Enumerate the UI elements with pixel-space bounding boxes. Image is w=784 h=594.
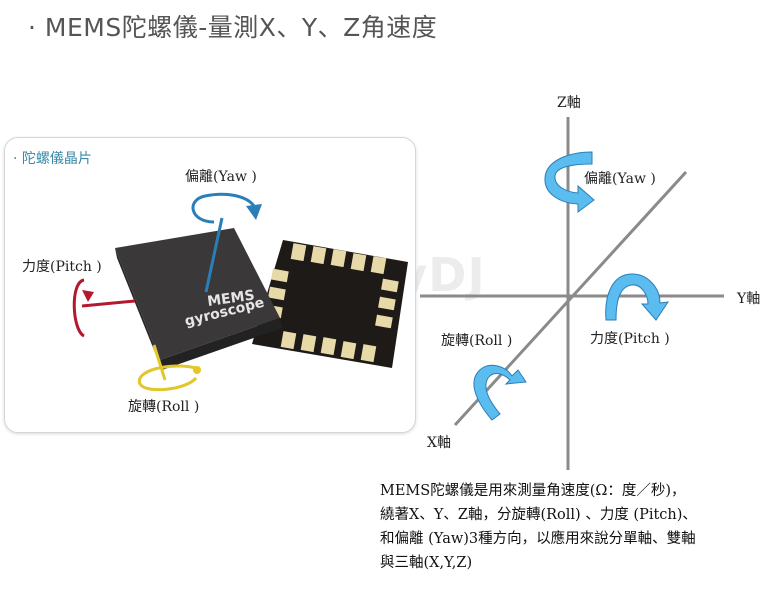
pad — [375, 314, 393, 329]
x-axis-line — [453, 170, 688, 427]
pad — [370, 256, 387, 275]
description-line: 繞著X、Y、Z軸，分旋轉(Roll) 、力度 (Pitch)、 — [380, 507, 697, 523]
page-title: · MEMS陀螺儀-量測X、Y、Z角速度 — [28, 13, 438, 42]
pad — [271, 268, 289, 283]
panel-yaw-label: 偏離(Yaw ) — [185, 169, 257, 185]
pad — [378, 296, 396, 311]
panel-pitch-label: 力度(Pitch ) — [22, 259, 102, 275]
chip-underside — [252, 240, 408, 368]
pad — [381, 278, 399, 293]
description-text: MEMS陀螺儀是用來測量角速度(Ω：度／秒)， 繞著X、Y、Z軸，分旋轉(Rol… — [380, 479, 775, 575]
panel-title: · 陀螺儀晶片 — [13, 151, 92, 167]
description-line: MEMS陀螺儀是用來測量角速度(Ω：度／秒)， — [380, 483, 686, 499]
axis-yaw-arrow-icon — [544, 151, 595, 213]
z-axis-label: Z軸 — [557, 95, 581, 111]
yaw-rotation-arrow-icon — [191, 192, 262, 293]
pitch-rotation-arrow-icon — [72, 278, 136, 338]
pad — [330, 249, 347, 268]
axis-roll-label: 旋轉(Roll ) — [441, 333, 513, 349]
axis-yaw-label: 偏離(Yaw ) — [584, 171, 656, 187]
pad — [300, 334, 317, 353]
pad — [268, 286, 286, 301]
pad — [360, 344, 377, 363]
y-axis-label: Y軸 — [737, 291, 761, 307]
axis-pitch-arrow-icon — [605, 273, 670, 321]
chip-label-mems: MEMS — [206, 288, 255, 310]
pad — [280, 331, 297, 350]
pad — [310, 246, 327, 265]
axis-lines — [420, 117, 724, 470]
axis-roll-arrow-icon — [473, 364, 527, 421]
x-axis-label: X軸 — [427, 435, 451, 451]
description-line: 與三軸(X,Y,Z) — [380, 555, 473, 571]
panel-roll-label: 旋轉(Roll ) — [128, 399, 200, 415]
pad — [320, 337, 337, 356]
roll-rotation-arrow-icon — [138, 344, 201, 392]
description-line: 和偏離 (Yaw)3種方向，以應用來說分單軸、雙軸 — [380, 531, 696, 547]
axis-pitch-label: 力度(Pitch ) — [590, 331, 670, 347]
mems-gyroscope-chip — [115, 228, 282, 370]
pad — [340, 341, 357, 360]
pad — [350, 253, 367, 272]
pad — [290, 243, 307, 262]
